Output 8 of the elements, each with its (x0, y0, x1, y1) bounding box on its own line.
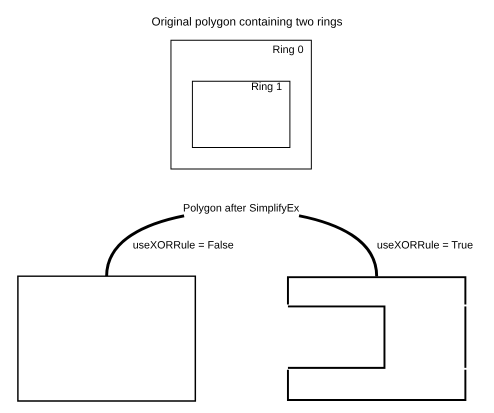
connector (105, 214, 184, 276)
node-text: Polygon after SimplifyEx (183, 202, 300, 215)
edge-label: useXORRule = True (376, 240, 474, 252)
node-box: Ring 1 (192, 80, 290, 148)
edge-label: useXORRule = False (132, 240, 234, 252)
node-box (17, 275, 196, 402)
connector (298, 214, 378, 276)
diagram-title: Original polygon containing two rings (151, 15, 343, 28)
